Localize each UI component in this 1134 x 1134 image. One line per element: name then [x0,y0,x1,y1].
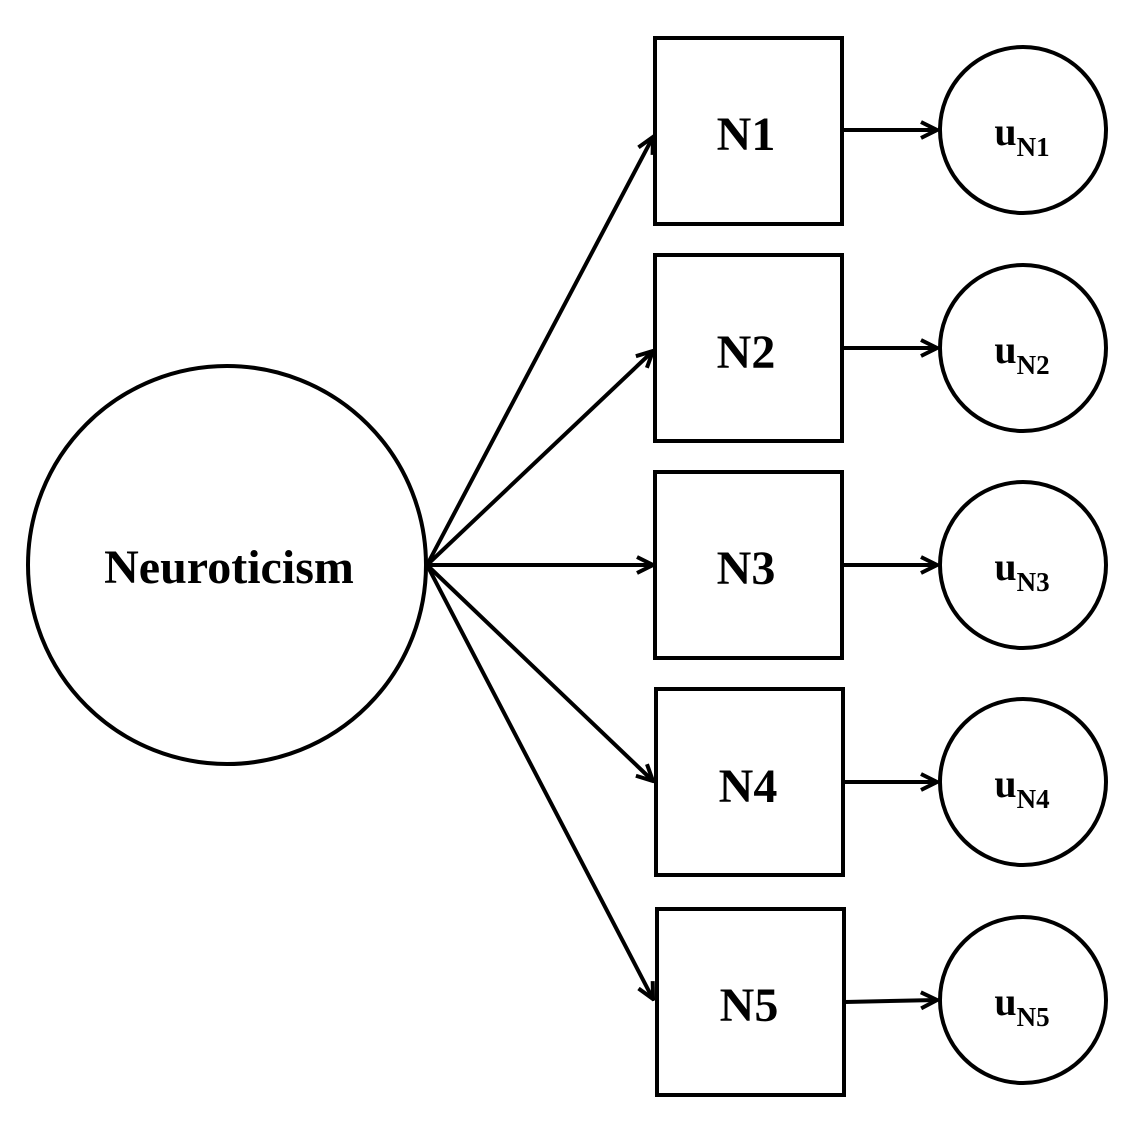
error-base: u [994,327,1016,372]
error-label: uN4 [994,761,1049,814]
error-base: u [994,109,1016,154]
error-node-n5: uN5 [938,915,1108,1085]
error-subscript: N5 [1017,1002,1050,1032]
error-node-n3: uN3 [938,480,1108,650]
error-arrows [843,130,937,1002]
error-node-n4: uN4 [938,697,1108,867]
error-label: uN1 [994,109,1049,162]
error-circle [938,480,1108,650]
error-arrow-n5 [844,1000,937,1002]
error-label: uN5 [994,979,1049,1032]
error-base: u [994,979,1016,1024]
error-label: uN2 [994,327,1049,380]
indicator-label: N3 [717,542,776,595]
indicator-label: N2 [717,326,776,379]
indicator-box [654,687,845,877]
latent-circle [26,364,428,766]
error-subscript: N4 [1017,784,1050,814]
error-label: uN3 [994,544,1049,597]
indicator-label: N5 [720,979,779,1032]
loading-arrow-n5 [425,564,653,999]
indicator-node-n1: N1 [653,36,844,226]
indicator-box [655,907,846,1097]
error-circle [938,263,1108,433]
error-base: u [994,761,1016,806]
indicator-node-n4: N4 [654,687,845,877]
indicator-box [653,253,844,443]
error-circle [938,45,1108,215]
indicator-node-n5: N5 [655,907,846,1097]
error-circle [938,915,1108,1085]
error-node-n2: uN2 [938,263,1108,433]
indicator-label: N1 [717,108,776,161]
indicator-node-n3: N3 [653,470,844,660]
indicator-node-n2: N2 [653,253,844,443]
error-node-n1: uN1 [938,45,1108,215]
error-base: u [994,544,1016,589]
latent-label: Neuroticism [104,541,354,594]
latent-node: Neuroticism [26,364,428,766]
error-circle [938,697,1108,867]
indicator-box [653,470,844,660]
indicator-box [653,36,844,226]
error-subscript: N3 [1017,567,1050,597]
loading-arrows [425,137,653,999]
error-subscript: N2 [1017,350,1050,380]
loading-arrow-n2 [425,351,653,567]
loading-arrow-n4 [425,563,653,781]
loading-arrow-n1 [425,137,653,566]
error-subscript: N1 [1017,132,1050,162]
indicator-label: N4 [719,760,778,813]
